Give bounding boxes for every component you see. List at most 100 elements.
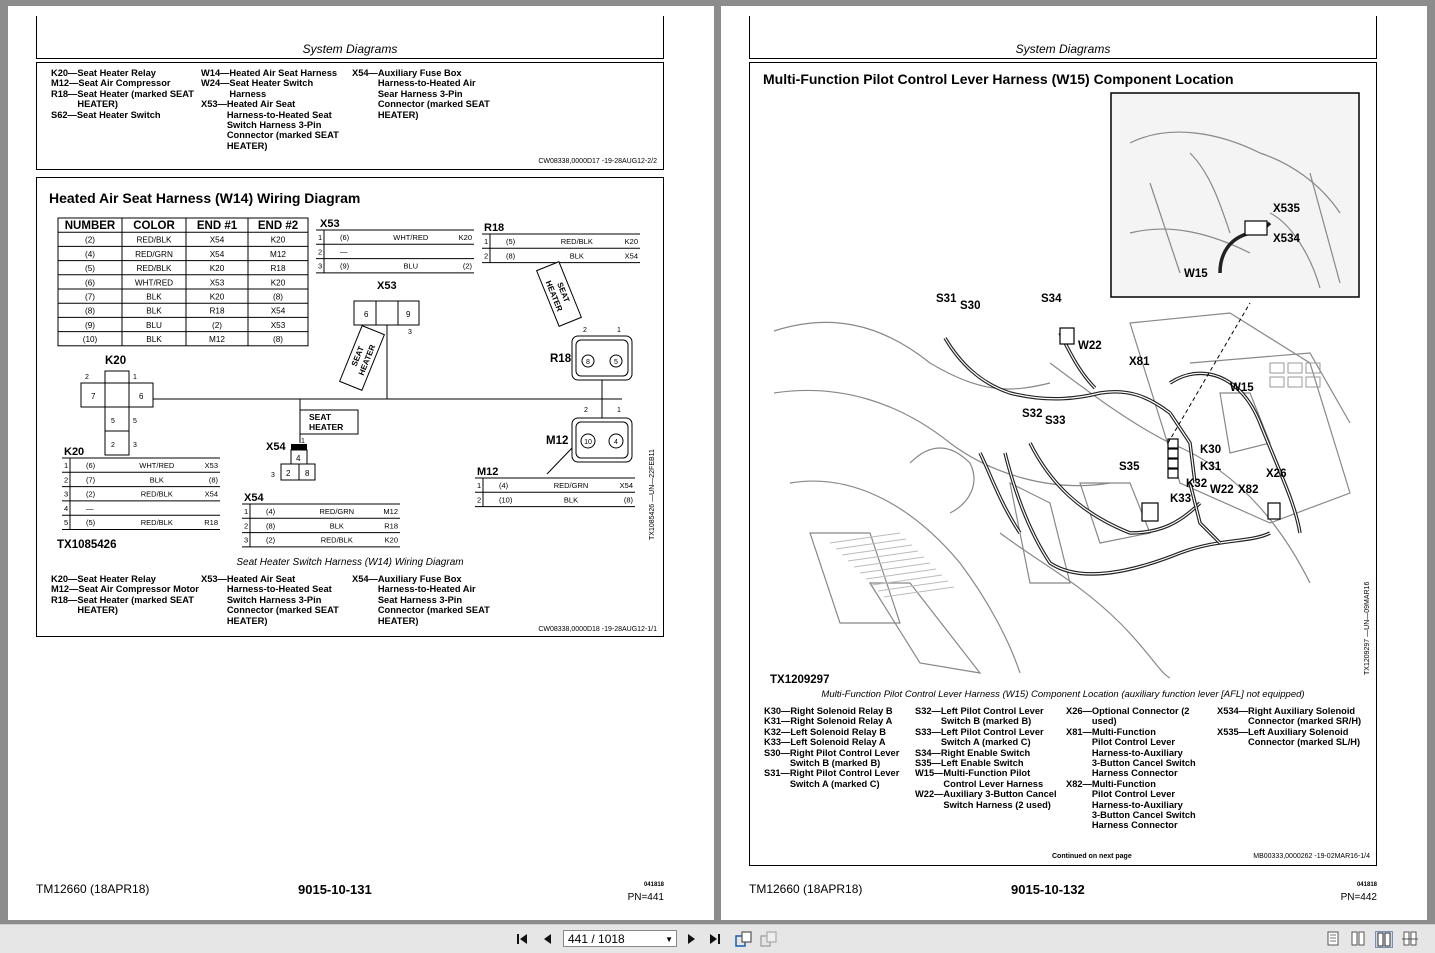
illustration-line (909, 447, 975, 514)
two-page-view-icon[interactable] (1375, 931, 1393, 948)
x54-pin: 1 (301, 438, 305, 445)
pin-number: 1 (318, 233, 322, 242)
x54-tab (291, 444, 307, 450)
grate-line (871, 574, 943, 586)
legend-key: X53— (201, 574, 227, 584)
continuous-view-icon[interactable] (1350, 931, 1366, 946)
wire-destination: M12 (383, 507, 398, 516)
r18-connector (571, 335, 633, 381)
legend-text: Multi-Function Pilot Control Lever Harne… (1091, 726, 1196, 779)
legend-text: Left Auxiliary Solenoid Connector (marke… (1248, 726, 1361, 748)
harness-line (943, 337, 1172, 415)
legend-entry: R18—Seat Heater (marked SEAT HEATER) (51, 595, 201, 616)
legend-text: Right Pilot Control Lever Switch B (mark… (789, 747, 900, 769)
wire-color: BLK (564, 495, 578, 504)
rotate-page-icon[interactable] (735, 931, 752, 947)
legend-key: S62— (51, 109, 77, 120)
wire-color: BLU (404, 262, 419, 271)
legend-entry: S62—Seat Heater Switch (51, 110, 201, 120)
x53-label: X53 (377, 280, 397, 292)
callout-label: S31 (936, 293, 957, 305)
legend-entry: S31—Right Pilot Control Lever Switch A (… (764, 768, 914, 789)
legend-key: K20— (51, 68, 78, 78)
page-header: System Diagrams (749, 16, 1377, 59)
wiring-diagram-box: Heated Air Seat Harness (W14) Wiring Dia… (36, 177, 664, 637)
table-cell: (7) (85, 293, 95, 302)
callout-label: X535 (1273, 203, 1300, 215)
last-page-icon[interactable] (706, 931, 722, 947)
connector-label: X54 (244, 492, 264, 504)
legend-key: K30— (764, 706, 791, 716)
prev-page-icon[interactable] (540, 931, 556, 947)
legend-entry: K20—Seat Heater Relay (51, 574, 201, 584)
pin-number: 4 (64, 504, 68, 513)
fuse-cell (1287, 376, 1303, 388)
chevron-down-icon[interactable]: ▼ (665, 935, 673, 944)
fuse-cell (1287, 362, 1303, 374)
copy-page-icon[interactable] (760, 931, 777, 947)
pin-number: 2 (477, 495, 481, 504)
legend-column: X26—Optional Connector (2 used)X81—Multi… (1066, 706, 1216, 831)
legend-key: S30— (764, 747, 790, 758)
table-cell: (6) (85, 278, 95, 287)
pin-number: 2 (244, 521, 248, 530)
figure-caption: Seat Heater Switch Harness (W14) Wiring … (236, 557, 464, 568)
next-page-icon[interactable] (683, 931, 699, 947)
legend-text: Seat Heater Relay (77, 68, 156, 78)
legend-text: Seat Air Compressor Motor (78, 584, 199, 595)
r18-label: R18 (550, 353, 572, 365)
first-page-icon[interactable] (515, 931, 531, 947)
r18-pin: 8 (586, 359, 590, 366)
legend-key: W24— (201, 78, 230, 89)
k20-pin: 5 (133, 418, 137, 425)
table-border (57, 217, 309, 347)
legend-key: K32— (764, 726, 791, 737)
legend-key: S31— (764, 768, 790, 779)
page-number-value: 441 / 1018 (568, 932, 625, 946)
grate-line (853, 556, 925, 568)
k20-label: K20 (105, 355, 126, 367)
pin-number: 2 (64, 475, 68, 484)
m12-pin-circle (580, 433, 596, 449)
single-page-view-icon[interactable] (1325, 931, 1341, 946)
table-header: END #1 (197, 220, 238, 232)
inset-photo (1110, 92, 1360, 298)
table-cell: BLK (146, 335, 162, 344)
fuse-cell (1269, 376, 1285, 388)
tag-box (535, 261, 583, 327)
legend-key: X54— (352, 574, 378, 584)
table-cell: K20 (210, 264, 225, 273)
callout-label: W15 (1230, 382, 1254, 394)
two-page-continuous-view-icon[interactable] (1402, 931, 1418, 946)
harness-highlight (1169, 372, 1301, 534)
legend-column: X534—Right Auxiliary Solenoid Connector … (1217, 706, 1373, 748)
table-cell: (8) (85, 307, 95, 316)
legend-key: K33— (764, 737, 791, 748)
callout-label: S30 (960, 300, 980, 312)
harness-highlight (1169, 412, 1196, 484)
wire-color: BLK (330, 521, 344, 530)
callout-label: S34 (1041, 293, 1062, 305)
legend-entry: R18—Seat Heater (marked SEAT HEATER) (51, 89, 201, 110)
legend-entry: M12—Seat Air Compressor (51, 78, 201, 88)
table-cell: RED/GRN (135, 250, 173, 259)
m12-pin-circle (608, 433, 624, 449)
legend-entry: X54—Auxiliary Fuse Box Harness-to-Heated… (352, 574, 502, 626)
legend-key: S32— (915, 706, 941, 716)
legend-key: S33— (915, 726, 941, 737)
reference-code: CW08338,0000D18 -19-28AUG12-1/1 (538, 626, 657, 633)
legend-entry: M12—Seat Air Compressor Motor (51, 584, 201, 594)
wire-destination: K20 (625, 237, 638, 246)
legend-text: Auxiliary Fuse Box Harness-to-Heated Air… (377, 68, 490, 120)
legend-column: X53—Heated Air Seat Harness-to-Heated Se… (201, 574, 351, 626)
wire-destination: (8) (624, 495, 634, 504)
page-number-input[interactable]: 441 / 1018 ▼ (563, 930, 677, 947)
wire-destination: X54 (620, 481, 633, 490)
pin-number: 1 (477, 481, 481, 490)
legend-entry: K33—Left Solenoid Relay A (764, 737, 914, 747)
illustration-line (1129, 312, 1351, 524)
